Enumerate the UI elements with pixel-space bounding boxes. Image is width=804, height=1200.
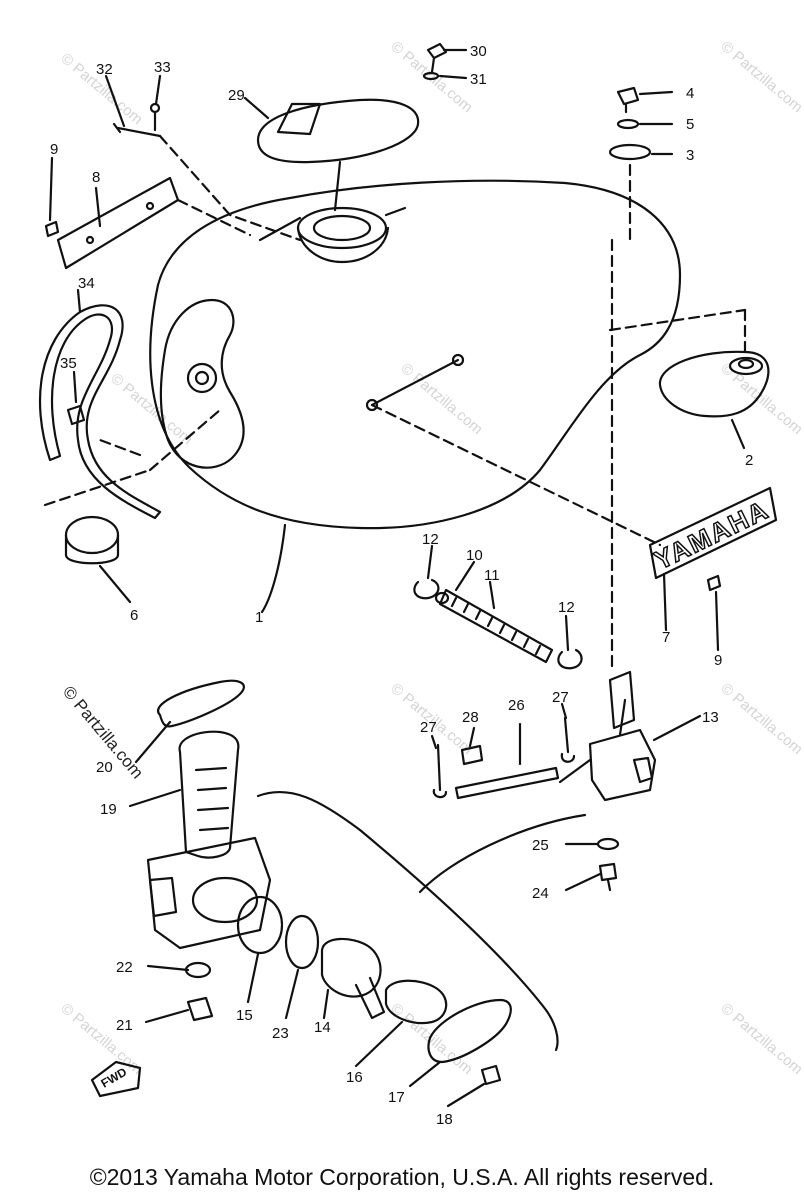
part-label-25: 25 (532, 837, 549, 854)
fuel-cock-13 (588, 728, 657, 802)
part-label-16: 16 (346, 1069, 363, 1086)
part-label-29: 29 (228, 87, 245, 104)
part-label-34: 34 (78, 275, 95, 292)
clip-35 (66, 404, 86, 426)
part-label-31: 31 (470, 71, 487, 88)
tank-knee-recess (159, 298, 245, 469)
watermark: © Partzilla.com (717, 1000, 804, 1078)
part-label-18: 18 (436, 1111, 453, 1128)
part-label-19: 19 (100, 801, 117, 818)
part-label-13: 13 (702, 709, 719, 726)
part-label-8: 8 (92, 169, 100, 186)
grommet-10 (434, 591, 450, 605)
part-label-22: 22 (116, 959, 133, 976)
plate-15 (236, 895, 284, 955)
emblem-7 (648, 486, 778, 580)
part-label-33: 33 (154, 59, 171, 76)
washer-5 (616, 118, 640, 130)
washer-25 (596, 837, 620, 851)
bolt-4 (616, 86, 640, 114)
gasket-20 (157, 679, 245, 728)
filler-cap (256, 98, 420, 164)
yamaha-emblem-text: YAMAHA (649, 494, 773, 575)
copyright-notice: ©2013 Yamaha Motor Corporation, U.S.A. A… (89, 1164, 715, 1190)
watermark: © Partzilla.com (397, 360, 485, 438)
bolt-21 (186, 996, 214, 1022)
screw-24 (598, 862, 618, 892)
part-label-11: 11 (484, 567, 500, 584)
lever-14 (320, 937, 382, 998)
part-label-1: 1 (255, 609, 263, 626)
cap-6 (64, 515, 120, 555)
o-ring-23 (284, 914, 320, 970)
screw-9b (706, 574, 722, 592)
washer-33 (149, 102, 161, 114)
part-label-9a: 9 (50, 141, 58, 158)
clip-27b (560, 716, 576, 763)
part-label-24: 24 (532, 885, 549, 902)
damper-2 (658, 350, 770, 418)
washer-31 (422, 71, 440, 81)
tank-mount-boss (186, 362, 218, 394)
screw-9a (44, 220, 60, 238)
part-label-23: 23 (272, 1025, 289, 1042)
damper-3 (608, 143, 652, 161)
pipe-26 (454, 766, 560, 800)
clamp-12a (413, 578, 440, 600)
hanger-28 (460, 744, 484, 766)
filter-19 (178, 730, 240, 859)
cover-17 (427, 998, 512, 1064)
part-label-5: 5 (686, 116, 694, 133)
part-label-17: 17 (388, 1089, 405, 1106)
part-label-15: 15 (236, 1007, 253, 1024)
part-label-32: 32 (96, 61, 113, 78)
part-label-14: 14 (314, 1019, 331, 1036)
part-label-27a: 27 (420, 719, 437, 736)
part-labels: 1 2 3 4 5 6 7 8 9 9 10 11 12 12 13 14 15… (50, 43, 753, 1128)
part-label-10: 10 (466, 547, 483, 564)
watermark: © Partzilla.com (717, 680, 804, 758)
clip-27a (432, 743, 448, 799)
gasket-16 (384, 979, 448, 1025)
tank-bottom-arc (256, 791, 559, 1052)
part-label-35: 35 (60, 355, 77, 372)
filler-neck (296, 206, 388, 250)
bolt-30 (426, 42, 448, 74)
fuel-hose-11 (438, 588, 554, 664)
watermark: © Partzilla.com (387, 1000, 475, 1078)
fuel-cock-body (146, 836, 272, 950)
part-label-27b: 27 (552, 689, 569, 706)
part-label-3: 3 (686, 147, 694, 164)
knee-grip-34 (38, 304, 162, 520)
part-label-4: 4 (686, 85, 694, 102)
part-label-26: 26 (508, 697, 525, 714)
part-label-7: 7 (662, 629, 670, 646)
screw-18 (480, 1064, 502, 1086)
fuel-tank (149, 179, 682, 530)
watermark: © Partzilla.com (717, 360, 804, 438)
part-label-28: 28 (462, 709, 479, 726)
part-label-30: 30 (470, 43, 487, 60)
bolt-32 (116, 126, 162, 138)
o-ring-22 (184, 961, 212, 979)
part-label-6: 6 (130, 607, 138, 624)
bracket-8 (56, 176, 180, 270)
part-label-9b: 9 (714, 652, 722, 669)
part-label-20: 20 (96, 759, 113, 776)
watermark: © Partzilla.com (717, 38, 804, 116)
part-label-12a: 12 (422, 531, 439, 548)
part-label-12b: 12 (558, 599, 575, 616)
fwd-tag (90, 1060, 142, 1098)
clamp-12b (557, 648, 583, 670)
part-label-21: 21 (116, 1017, 133, 1034)
part-label-2: 2 (745, 452, 753, 469)
